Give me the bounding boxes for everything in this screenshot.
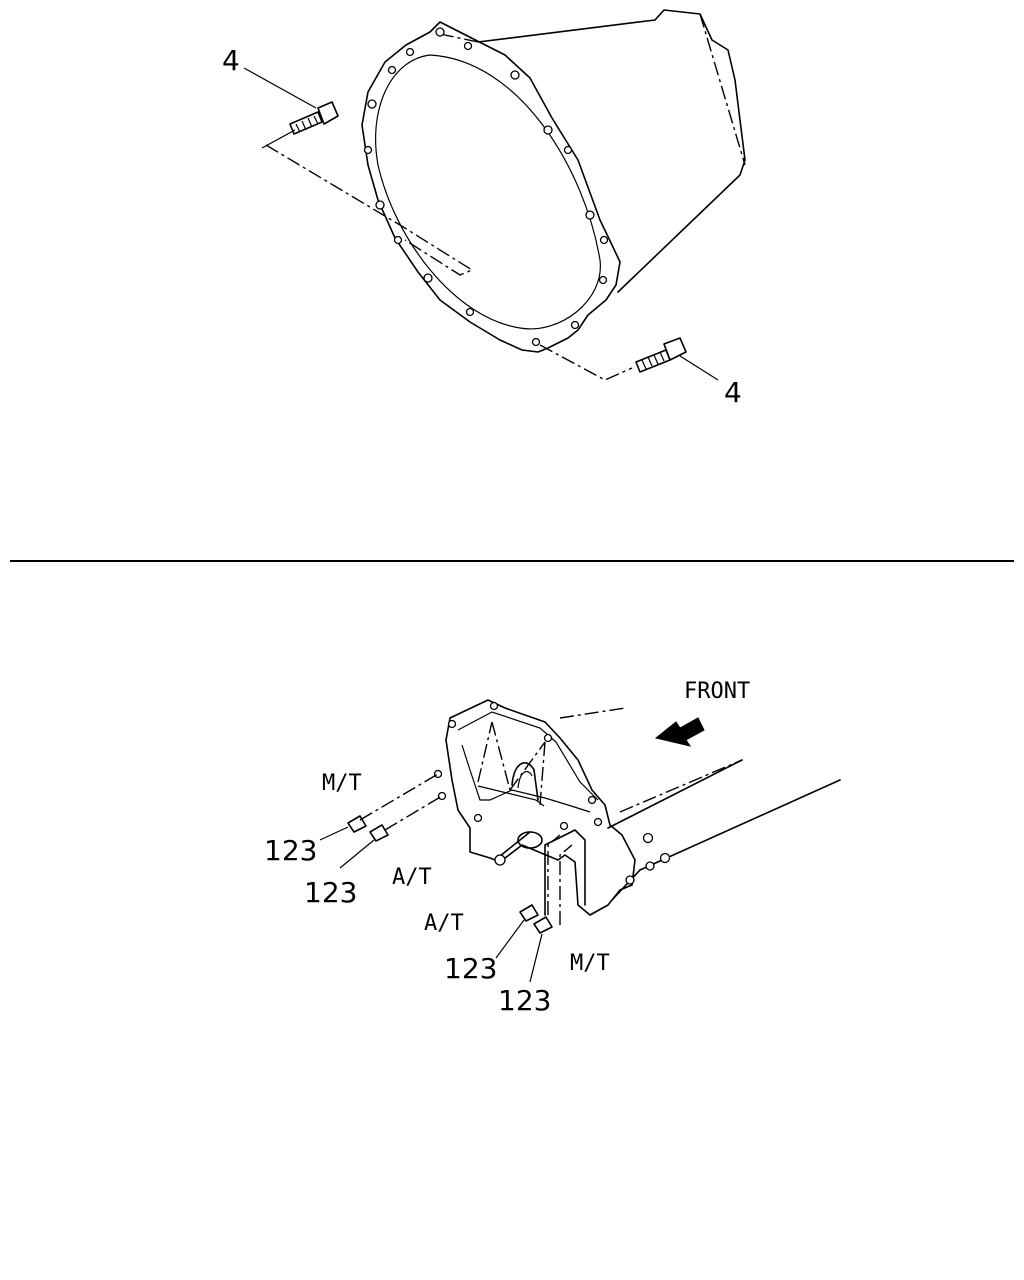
callout-123-b: 123	[304, 876, 357, 909]
callout-123-d: 123	[498, 984, 551, 1017]
dowel-pin-at-upper	[369, 824, 389, 842]
mt-label-upper: M/T	[322, 771, 362, 796]
flange-bolt-holes	[363, 27, 609, 347]
callout-lower: 4	[724, 376, 742, 409]
bottom-housing-assembly	[359, 699, 841, 925]
dowel-pin-at-lower	[519, 904, 539, 922]
front-label: FRONT	[684, 679, 750, 704]
dowel-pin-mt-upper	[347, 815, 367, 833]
leader-123-a	[319, 826, 349, 841]
callout-leader-upper	[243, 67, 317, 109]
callout-123-c: 123	[444, 952, 497, 985]
leader-123-c	[495, 919, 525, 959]
callout-123-a: 123	[264, 834, 317, 867]
leader-123-b	[339, 839, 375, 869]
leader-123-d	[529, 933, 543, 983]
front-arrow	[654, 717, 705, 747]
bolt-upper	[289, 101, 339, 135]
callout-leader-lower	[679, 355, 719, 381]
dowel-pin-mt-lower	[533, 916, 553, 934]
mt-label-lower: M/T	[570, 951, 610, 976]
top-transmission-housing	[261, 9, 746, 381]
at-label-upper: A/T	[392, 865, 432, 890]
at-label-lower: A/T	[424, 911, 464, 936]
callout-upper: 4	[222, 44, 240, 77]
bolt-lower	[635, 337, 687, 373]
